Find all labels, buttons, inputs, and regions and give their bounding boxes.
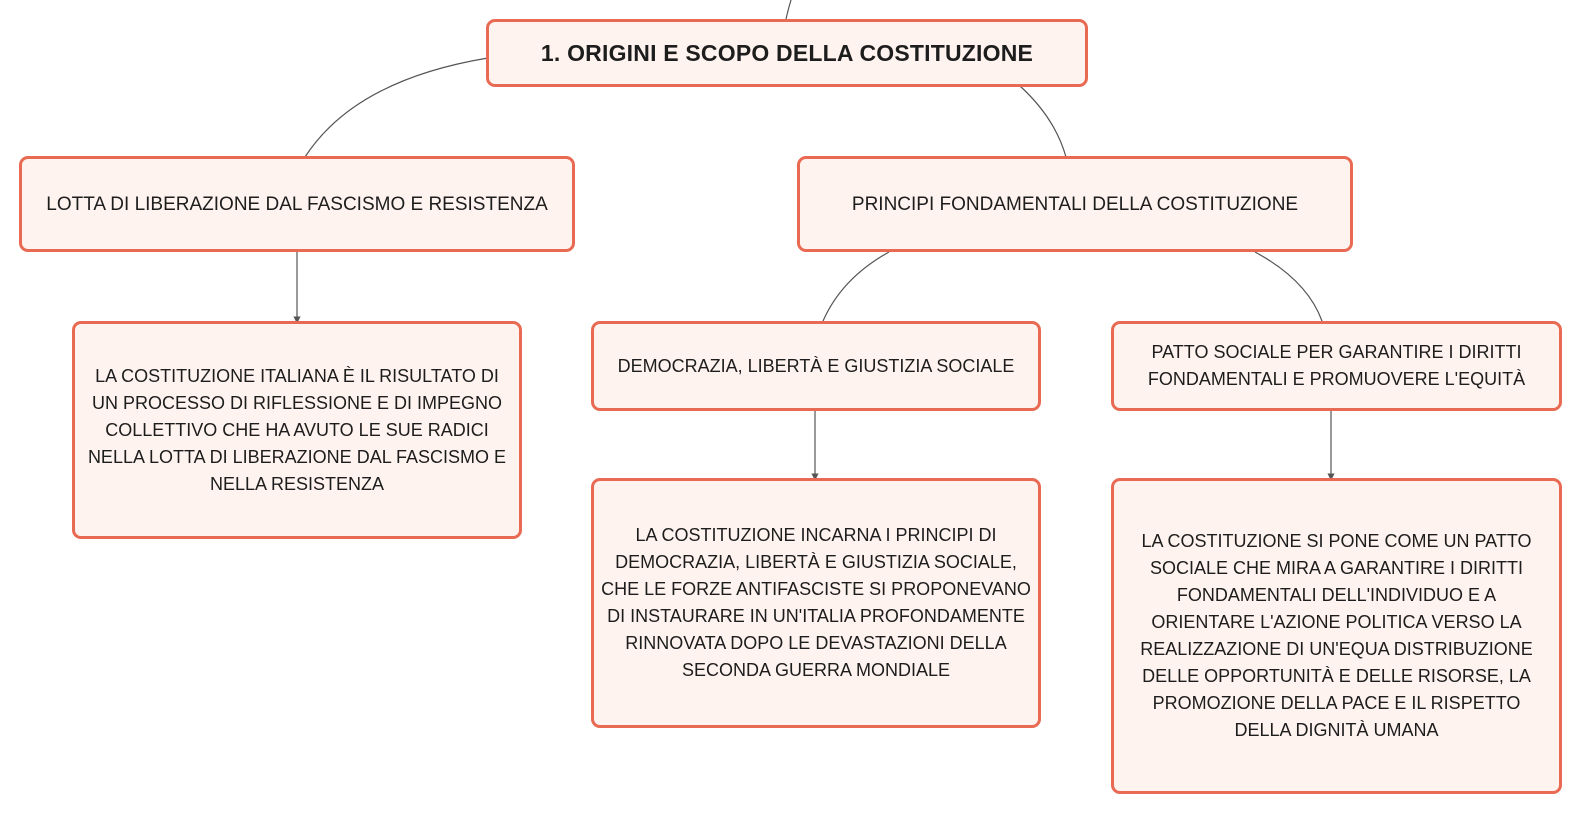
connector-root-to-liberation	[304, 57, 489, 158]
pact-detail-node[interactable]: LA COSTITUZIONE SI PONE COME UN PATTO SO…	[1111, 478, 1562, 794]
root-node[interactable]: 1. ORIGINI E SCOPO DELLA COSTITUZIONE	[486, 19, 1088, 87]
liberation-node-label: LOTTA DI LIBERAZIONE DAL FASCISMO E RESI…	[46, 193, 548, 215]
connector-parent-to-root	[785, 0, 792, 20]
principles-node-label: PRINCIPI FONDAMENTALI DELLA COSTITUZIONE	[851, 193, 1299, 215]
democracy-detail-node[interactable]: LA COSTITUZIONE INCARNA I PRINCIPI DI DE…	[591, 478, 1041, 728]
connector-principles-to-pact	[1254, 251, 1323, 322]
democracy-node[interactable]: DEMOCRAZIA, LIBERTÀ E GIUSTIZIA SOCIALE	[591, 321, 1041, 411]
root-node-label: 1. ORIGINI E SCOPO DELLA COSTITUZIONE	[540, 39, 1034, 66]
democracy-node-label: DEMOCRAZIA, LIBERTÀ E GIUSTIZIA SOCIALE	[617, 355, 1015, 376]
connector-root-to-principles	[1019, 85, 1067, 158]
principles-node[interactable]: PRINCIPI FONDAMENTALI DELLA COSTITUZIONE	[797, 156, 1353, 252]
pact-node-label: PATTO SOCIALE PER GARANTIRE I DIRITTI FO…	[1147, 342, 1526, 389]
liberation-detail-node[interactable]: LA COSTITUZIONE ITALIANA È IL RISULTATO …	[72, 321, 522, 539]
liberation-detail-text: LA COSTITUZIONE ITALIANA È IL RISULTATO …	[87, 365, 507, 494]
liberation-node[interactable]: LOTTA DI LIBERAZIONE DAL FASCISMO E RESI…	[19, 156, 575, 252]
connector-principles-to-democracy	[822, 251, 890, 322]
pact-node[interactable]: PATTO SOCIALE PER GARANTIRE I DIRITTI FO…	[1111, 321, 1562, 411]
pact-detail-text: LA COSTITUZIONE SI PONE COME UN PATTO SO…	[1140, 531, 1533, 740]
democracy-detail-text: LA COSTITUZIONE INCARNA I PRINCIPI DI DE…	[601, 525, 1031, 680]
